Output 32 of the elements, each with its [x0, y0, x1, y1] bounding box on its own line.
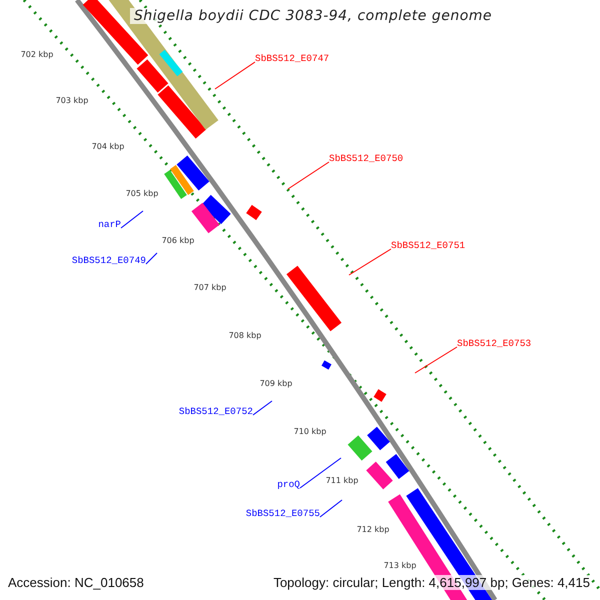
gene-label: SbBS512_E0753: [457, 338, 532, 349]
tick-label: 705 kbp: [126, 189, 158, 199]
tick-label: 713 kbp: [384, 561, 416, 571]
gene-label: proQ: [277, 479, 300, 490]
leader-line: [320, 500, 342, 518]
tick-label: 709 kbp: [260, 379, 292, 389]
tick-label: 712 kbp: [356, 525, 390, 535]
tick-label: 711 kbp: [326, 476, 358, 486]
leader-line: [252, 400, 272, 416]
tick-label: 704 kbp: [92, 142, 124, 152]
gene-label: SbBS512_E0750: [329, 153, 404, 164]
tick-label: 703 kbp: [56, 96, 88, 106]
gene-label: SbBS512_E0749: [72, 255, 146, 266]
leader-line: [414, 346, 458, 374]
tick-label: 702 kbp: [20, 50, 54, 60]
tick-label: 707 kbp: [194, 283, 226, 293]
leader-line: [288, 162, 330, 190]
leader-line: [120, 210, 144, 228]
leader-line: [348, 248, 392, 276]
gene-label: SbBS512_E0751: [391, 240, 466, 251]
accession-text: Accession: NC_010658: [8, 575, 144, 590]
tick-label: 706 kbp: [162, 236, 194, 246]
leader-line: [300, 458, 342, 488]
gene-label: SbBS512_E0755: [246, 508, 320, 519]
genome-info-text: Topology: circular; Length: 4,615,997 bp; Genes: 4,415: [273, 575, 590, 590]
leader-line: [146, 252, 158, 264]
gene-label: SbBS512_E0747: [255, 53, 330, 64]
tick-label: 708 kbp: [228, 331, 262, 341]
tick-label: 710 kbp: [294, 427, 326, 437]
gene-label: SbBS512_E0752: [178, 406, 253, 417]
gene-label: narP: [98, 219, 121, 230]
leader-line: [214, 62, 256, 90]
